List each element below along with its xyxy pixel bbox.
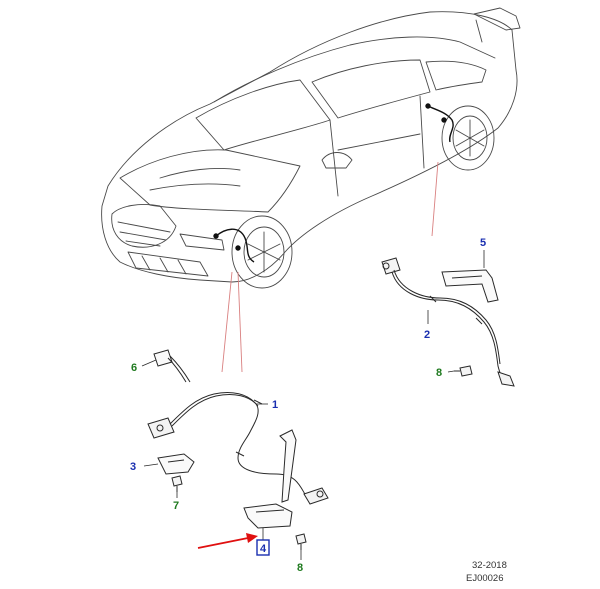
car-wiring-front [213, 228, 255, 263]
callout-5[interactable]: 5 [480, 237, 486, 249]
callout-8-rear[interactable]: 8 [436, 367, 442, 379]
callout-8-front[interactable]: 8 [297, 562, 303, 574]
rear-screw [454, 365, 473, 377]
callout-2[interactable]: 2 [424, 329, 430, 341]
highlight-arrow [197, 533, 258, 549]
car-wiring-rear [425, 103, 454, 143]
callout-ticks [141, 250, 485, 560]
front-screws [171, 475, 307, 550]
car-illustration [101, 7, 521, 289]
diagram-reference-number: 32-2018 [472, 560, 507, 571]
front-wheel-speed-sensor [147, 349, 329, 529]
callout-4[interactable]: 4 [260, 543, 267, 555]
diagram-code: EJ00026 [466, 573, 504, 584]
callout-6[interactable]: 6 [131, 362, 137, 374]
callout-4-highlight-box [256, 539, 270, 556]
leader-lines [221, 161, 439, 373]
callout-1[interactable]: 1 [272, 399, 278, 411]
callout-3[interactable]: 3 [130, 461, 136, 473]
callout-7[interactable]: 7 [173, 500, 179, 512]
rear-wheel-speed-sensor [381, 257, 515, 387]
